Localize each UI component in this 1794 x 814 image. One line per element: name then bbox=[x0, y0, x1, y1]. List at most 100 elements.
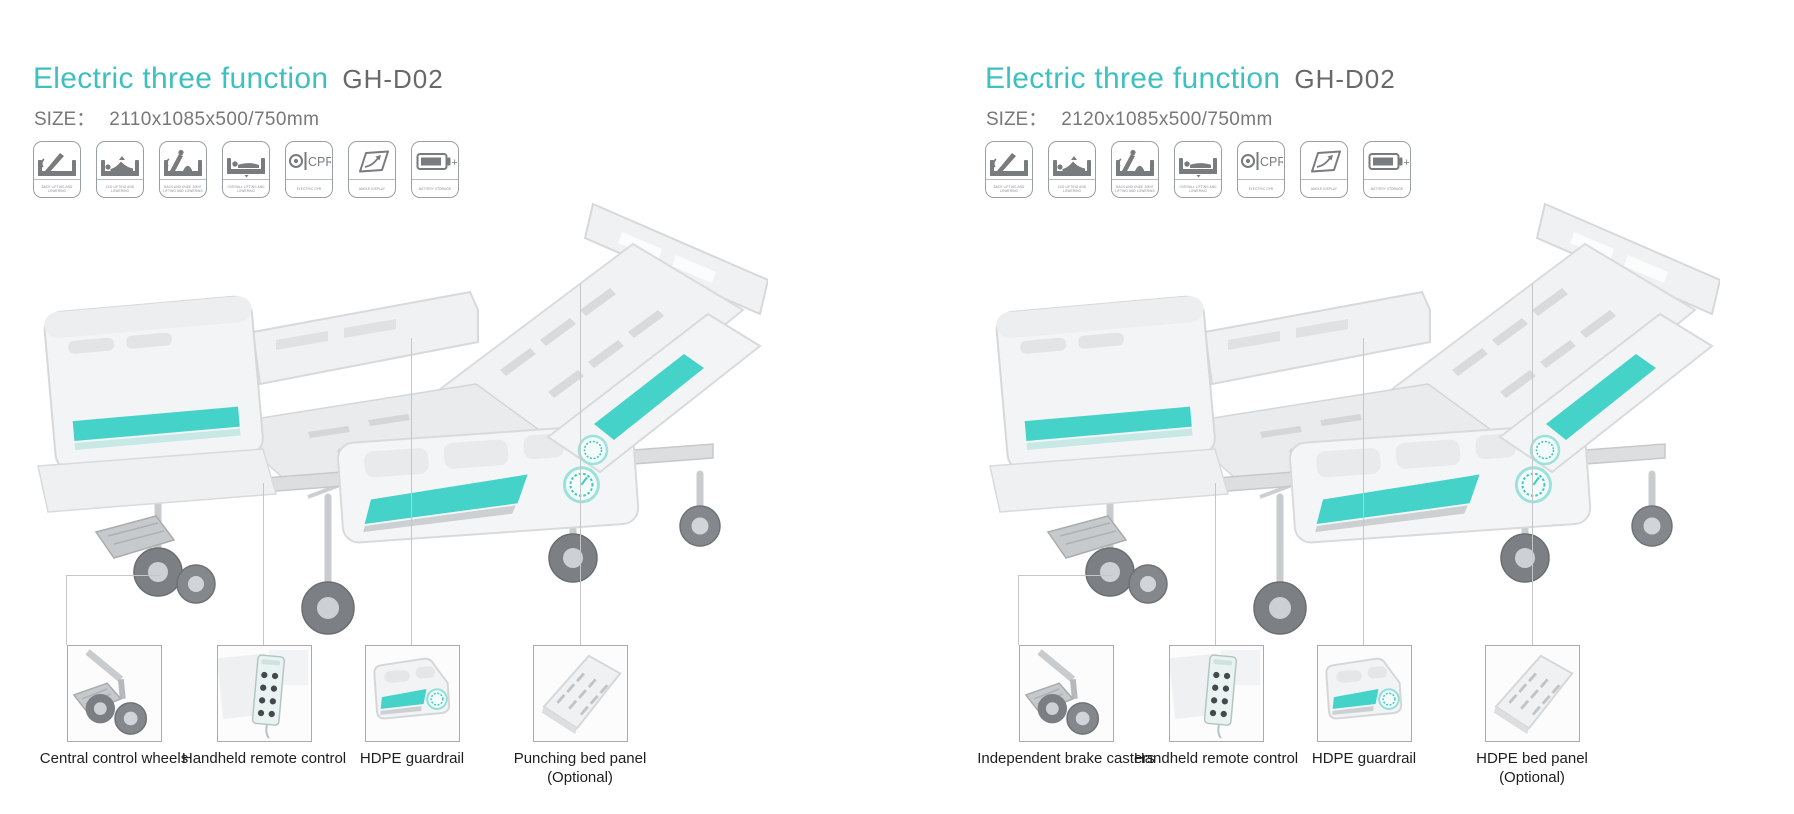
detail-caption: HDPE bed panel (Optional) bbox=[1432, 749, 1632, 787]
feature-box: OVERALL LIFTING AND LOWERING bbox=[1174, 141, 1222, 198]
back-lift-icon bbox=[987, 143, 1031, 179]
detail-caption: Handheld remote control bbox=[1116, 749, 1316, 768]
battery-storage-icon bbox=[1365, 143, 1409, 179]
detail-caption-line1: Punching bed panel bbox=[513, 750, 647, 767]
detail-callout: HDPE guardrail bbox=[312, 645, 512, 768]
detail-photo bbox=[364, 645, 460, 742]
leader-line bbox=[1363, 338, 1364, 645]
detail-photo bbox=[532, 645, 628, 742]
product-size: SIZE：2120x1085x500/750mm bbox=[986, 104, 1273, 131]
detail-caption-line1: Central control wheels bbox=[39, 750, 189, 767]
feature-box: ELECTRIC CPR bbox=[285, 141, 333, 198]
leg-lift-icon bbox=[1050, 143, 1094, 179]
product-size: SIZE： 2110x1085x500/750mm bbox=[34, 104, 319, 131]
leader-line bbox=[1018, 575, 1113, 576]
detail-caption: Central control wheels bbox=[14, 749, 214, 768]
overall-lift-icon bbox=[224, 143, 268, 179]
detail-callout: Punching bed panel (Optional) bbox=[480, 645, 680, 787]
feature-box: LEG LIFTING AND LOWERING bbox=[1048, 141, 1096, 198]
back-lift-icon bbox=[35, 143, 79, 179]
detail-callout: HDPE guardrail bbox=[1264, 645, 1464, 768]
feature-box: ANGLE DISPLAY bbox=[348, 141, 396, 198]
feature-label: ELECTRIC CPR bbox=[286, 179, 332, 197]
detail-caption-line1: HDPE guardrail bbox=[359, 750, 465, 767]
feature-box: LEG LIFTING AND LOWERING bbox=[96, 141, 144, 198]
angle-display-icon bbox=[350, 143, 394, 179]
detail-caption-line1: HDPE bed panel bbox=[1476, 750, 1588, 767]
feature-label: BACK LIFTING AND LOWERING bbox=[986, 179, 1032, 197]
product-title-row: Electric three function GH-D02 bbox=[33, 62, 444, 96]
size-value: 2110x1085x500/750mm bbox=[109, 109, 320, 130]
feature-box: BACK LIFTING AND LOWERING bbox=[985, 141, 1033, 198]
overall-lift-icon bbox=[1176, 143, 1220, 179]
detail-caption: HDPE guardrail bbox=[1264, 749, 1464, 768]
bed-photo bbox=[960, 192, 1720, 647]
feature-box: BACK AND KNEE JOINT LIFTING AND LOWERING bbox=[1111, 141, 1159, 198]
leader-line bbox=[66, 575, 161, 576]
detail-photo bbox=[1316, 645, 1412, 742]
product-title: Electric three function bbox=[33, 62, 329, 95]
leader-line bbox=[1018, 575, 1019, 645]
feature-label: ELECTRIC CPR bbox=[1238, 179, 1284, 197]
remote-icon bbox=[218, 646, 311, 741]
detail-caption: Handheld remote control bbox=[164, 749, 364, 768]
feature-box: OVERALL LIFTING AND LOWERING bbox=[222, 141, 270, 198]
detail-caption: Independent brake casters bbox=[966, 749, 1166, 768]
back-knee-lift-icon bbox=[161, 143, 205, 179]
feature-label: OVERALL LIFTING AND LOWERING bbox=[1175, 179, 1221, 197]
detail-caption-line2: (Optional) bbox=[1499, 769, 1565, 786]
detail-photo bbox=[1168, 645, 1264, 742]
detail-callout: Central control wheels bbox=[14, 645, 214, 768]
guardrail-icon bbox=[1318, 646, 1411, 741]
detail-caption-line1: Handheld remote control bbox=[1133, 750, 1299, 767]
panel-punched-icon bbox=[534, 646, 627, 741]
brake-casters-icon bbox=[1020, 646, 1113, 741]
detail-photo bbox=[216, 645, 312, 742]
feature-box: BACK AND KNEE JOINT LIFTING AND LOWERING bbox=[159, 141, 207, 198]
detail-caption-line1: Independent brake casters bbox=[977, 750, 1155, 767]
size-label: SIZE： bbox=[986, 109, 1048, 130]
remote-icon bbox=[1170, 646, 1263, 741]
feature-label: OVERALL LIFTING AND LOWERING bbox=[223, 179, 269, 197]
leader-line bbox=[411, 338, 412, 645]
feature-label: BACK LIFTING AND LOWERING bbox=[34, 179, 80, 197]
feature-label: BATTERY STORAGE bbox=[412, 179, 458, 197]
casters-icon bbox=[68, 646, 161, 741]
feature-label: BACK AND KNEE JOINT LIFTING AND LOWERING bbox=[1112, 179, 1158, 197]
detail-row: Independent brake casters Handheld remot… bbox=[977, 645, 1725, 805]
feature-label: BATTERY STORAGE bbox=[1364, 179, 1410, 197]
leader-line bbox=[580, 284, 581, 645]
back-knee-lift-icon bbox=[1113, 143, 1157, 179]
feature-box: ELECTRIC CPR bbox=[1237, 141, 1285, 198]
feature-box: ANGLE DISPLAY bbox=[1300, 141, 1348, 198]
leg-lift-icon bbox=[98, 143, 142, 179]
angle-display-icon bbox=[1302, 143, 1346, 179]
bed-photo bbox=[8, 192, 768, 647]
guardrail-icon bbox=[366, 646, 459, 741]
battery-storage-icon bbox=[413, 143, 457, 179]
feature-icon-row: BACK LIFTING AND LOWERING LEG LIFTING AN… bbox=[33, 141, 459, 198]
leader-line bbox=[263, 483, 264, 645]
feature-label: BACK AND KNEE JOINT LIFTING AND LOWERING bbox=[160, 179, 206, 197]
size-label: SIZE： bbox=[34, 109, 96, 130]
product-model: GH-D02 bbox=[342, 64, 444, 94]
feature-label: LEG LIFTING AND LOWERING bbox=[1049, 179, 1095, 197]
feature-box: BATTERY STORAGE bbox=[411, 141, 459, 198]
detail-row: Central control wheels Handheld remote c… bbox=[33, 645, 773, 805]
detail-caption-line1: Handheld remote control bbox=[181, 750, 347, 767]
feature-label: ANGLE DISPLAY bbox=[349, 179, 395, 197]
feature-icon-row: BACK LIFTING AND LOWERING LEG LIFTING AN… bbox=[985, 141, 1411, 198]
detail-photo bbox=[66, 645, 162, 742]
panel-hdpe-icon bbox=[1486, 646, 1579, 741]
feature-label: ANGLE DISPLAY bbox=[1301, 179, 1347, 197]
feature-box: BACK LIFTING AND LOWERING bbox=[33, 141, 81, 198]
leader-line bbox=[1532, 284, 1533, 645]
detail-callout: Independent brake casters bbox=[966, 645, 1166, 768]
product-model: GH-D02 bbox=[1294, 64, 1396, 94]
detail-callout: Handheld remote control bbox=[1116, 645, 1316, 768]
detail-caption: Punching bed panel (Optional) bbox=[480, 749, 680, 787]
detail-caption-line1: HDPE guardrail bbox=[1311, 750, 1417, 767]
